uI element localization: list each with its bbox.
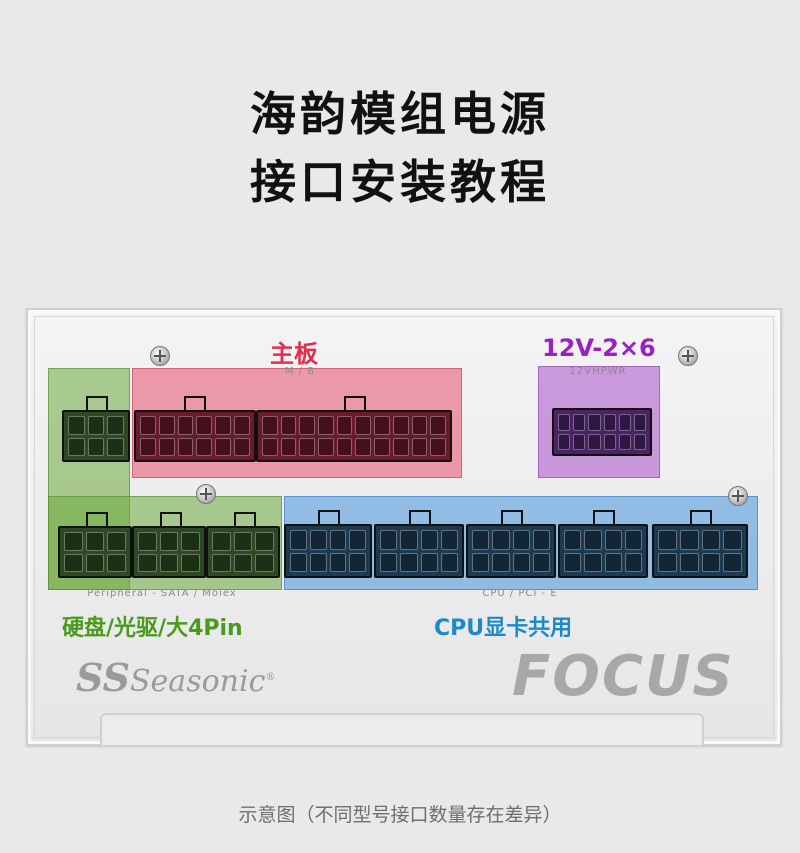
cpu-pcie-connector-4[interactable]	[558, 510, 648, 578]
motherboard-label: 主板	[270, 340, 318, 368]
peripheral-connector-1[interactable]	[58, 512, 132, 578]
brand-name-text: Seasonic	[130, 664, 266, 699]
peripheral-sublabel: Peripheral - SATA / Molex	[87, 588, 237, 599]
motherboard-connector-right[interactable]	[256, 396, 452, 462]
brand-logo-mark: SS	[76, 655, 131, 700]
cpu-pcie-connector-2[interactable]	[374, 510, 464, 578]
screw-icon	[150, 346, 170, 366]
cpu-pcie-connector-5[interactable]	[652, 510, 748, 578]
gpu12v-connector[interactable]	[552, 408, 652, 456]
cpu-pcie-label: CPU显卡共用	[434, 616, 573, 641]
peripheral-label: 硬盘/光驱/大4Pin	[62, 616, 243, 641]
motherboard-connector-left[interactable]	[134, 396, 256, 462]
screw-icon	[678, 346, 698, 366]
gpu12v-label: 12V-2×6	[542, 334, 656, 362]
motherboard-sublabel: M / B	[284, 366, 316, 377]
panel-bottom-tab	[100, 713, 704, 745]
registered-mark: ®	[265, 672, 276, 683]
title-line-2: 接口安装教程	[250, 155, 550, 209]
title-line-1: 海韵模组电源	[250, 87, 550, 141]
brand-name: Seasonic®	[130, 664, 275, 699]
peripheral-connector-3[interactable]	[206, 512, 280, 578]
peripheral-connector-2[interactable]	[132, 512, 206, 578]
product-logo: FOCUS	[512, 644, 735, 709]
cpu-pcie-connector-1[interactable]	[284, 510, 372, 578]
cpu-pcie-connector-3[interactable]	[466, 510, 556, 578]
cpu-pcie-sublabel: CPU / PCI - E	[482, 588, 558, 599]
caption: 示意图（不同型号接口数量存在差异）	[238, 804, 562, 826]
screw-icon	[196, 484, 216, 504]
screw-icon	[728, 486, 748, 506]
gpu12v-sublabel: 12VHPWR	[569, 366, 627, 377]
peripheral-connector-top[interactable]	[62, 396, 130, 462]
